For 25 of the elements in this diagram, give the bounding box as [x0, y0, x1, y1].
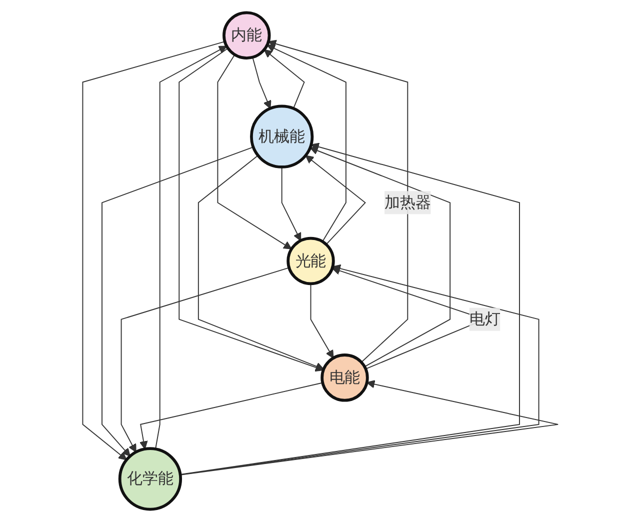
arrow [304, 155, 366, 245]
arrow [310, 283, 334, 358]
arrow [263, 49, 304, 109]
node-circle: 电能 [320, 354, 368, 402]
arrow [154, 46, 227, 450]
arrow [216, 54, 292, 250]
edge-label: 加热器 [384, 193, 430, 212]
arrow [268, 40, 408, 363]
arrow [179, 380, 558, 476]
arrow [82, 41, 225, 460]
arrow [198, 154, 324, 370]
node-circle: 机械能 [250, 104, 314, 168]
node-circle: 内能 [222, 11, 270, 60]
arrow [139, 382, 323, 450]
edge-label: 电灯 [468, 310, 500, 328]
arrow [266, 44, 346, 242]
arrow [252, 56, 271, 109]
node-circle: 化学能 [118, 447, 182, 511]
arrow [179, 142, 520, 475]
arrow [309, 146, 450, 368]
arrow [101, 146, 254, 457]
node-circle: 光能 [286, 236, 334, 286]
arrow [280, 166, 301, 242]
arrow [120, 267, 290, 452]
arrow [178, 48, 324, 372]
